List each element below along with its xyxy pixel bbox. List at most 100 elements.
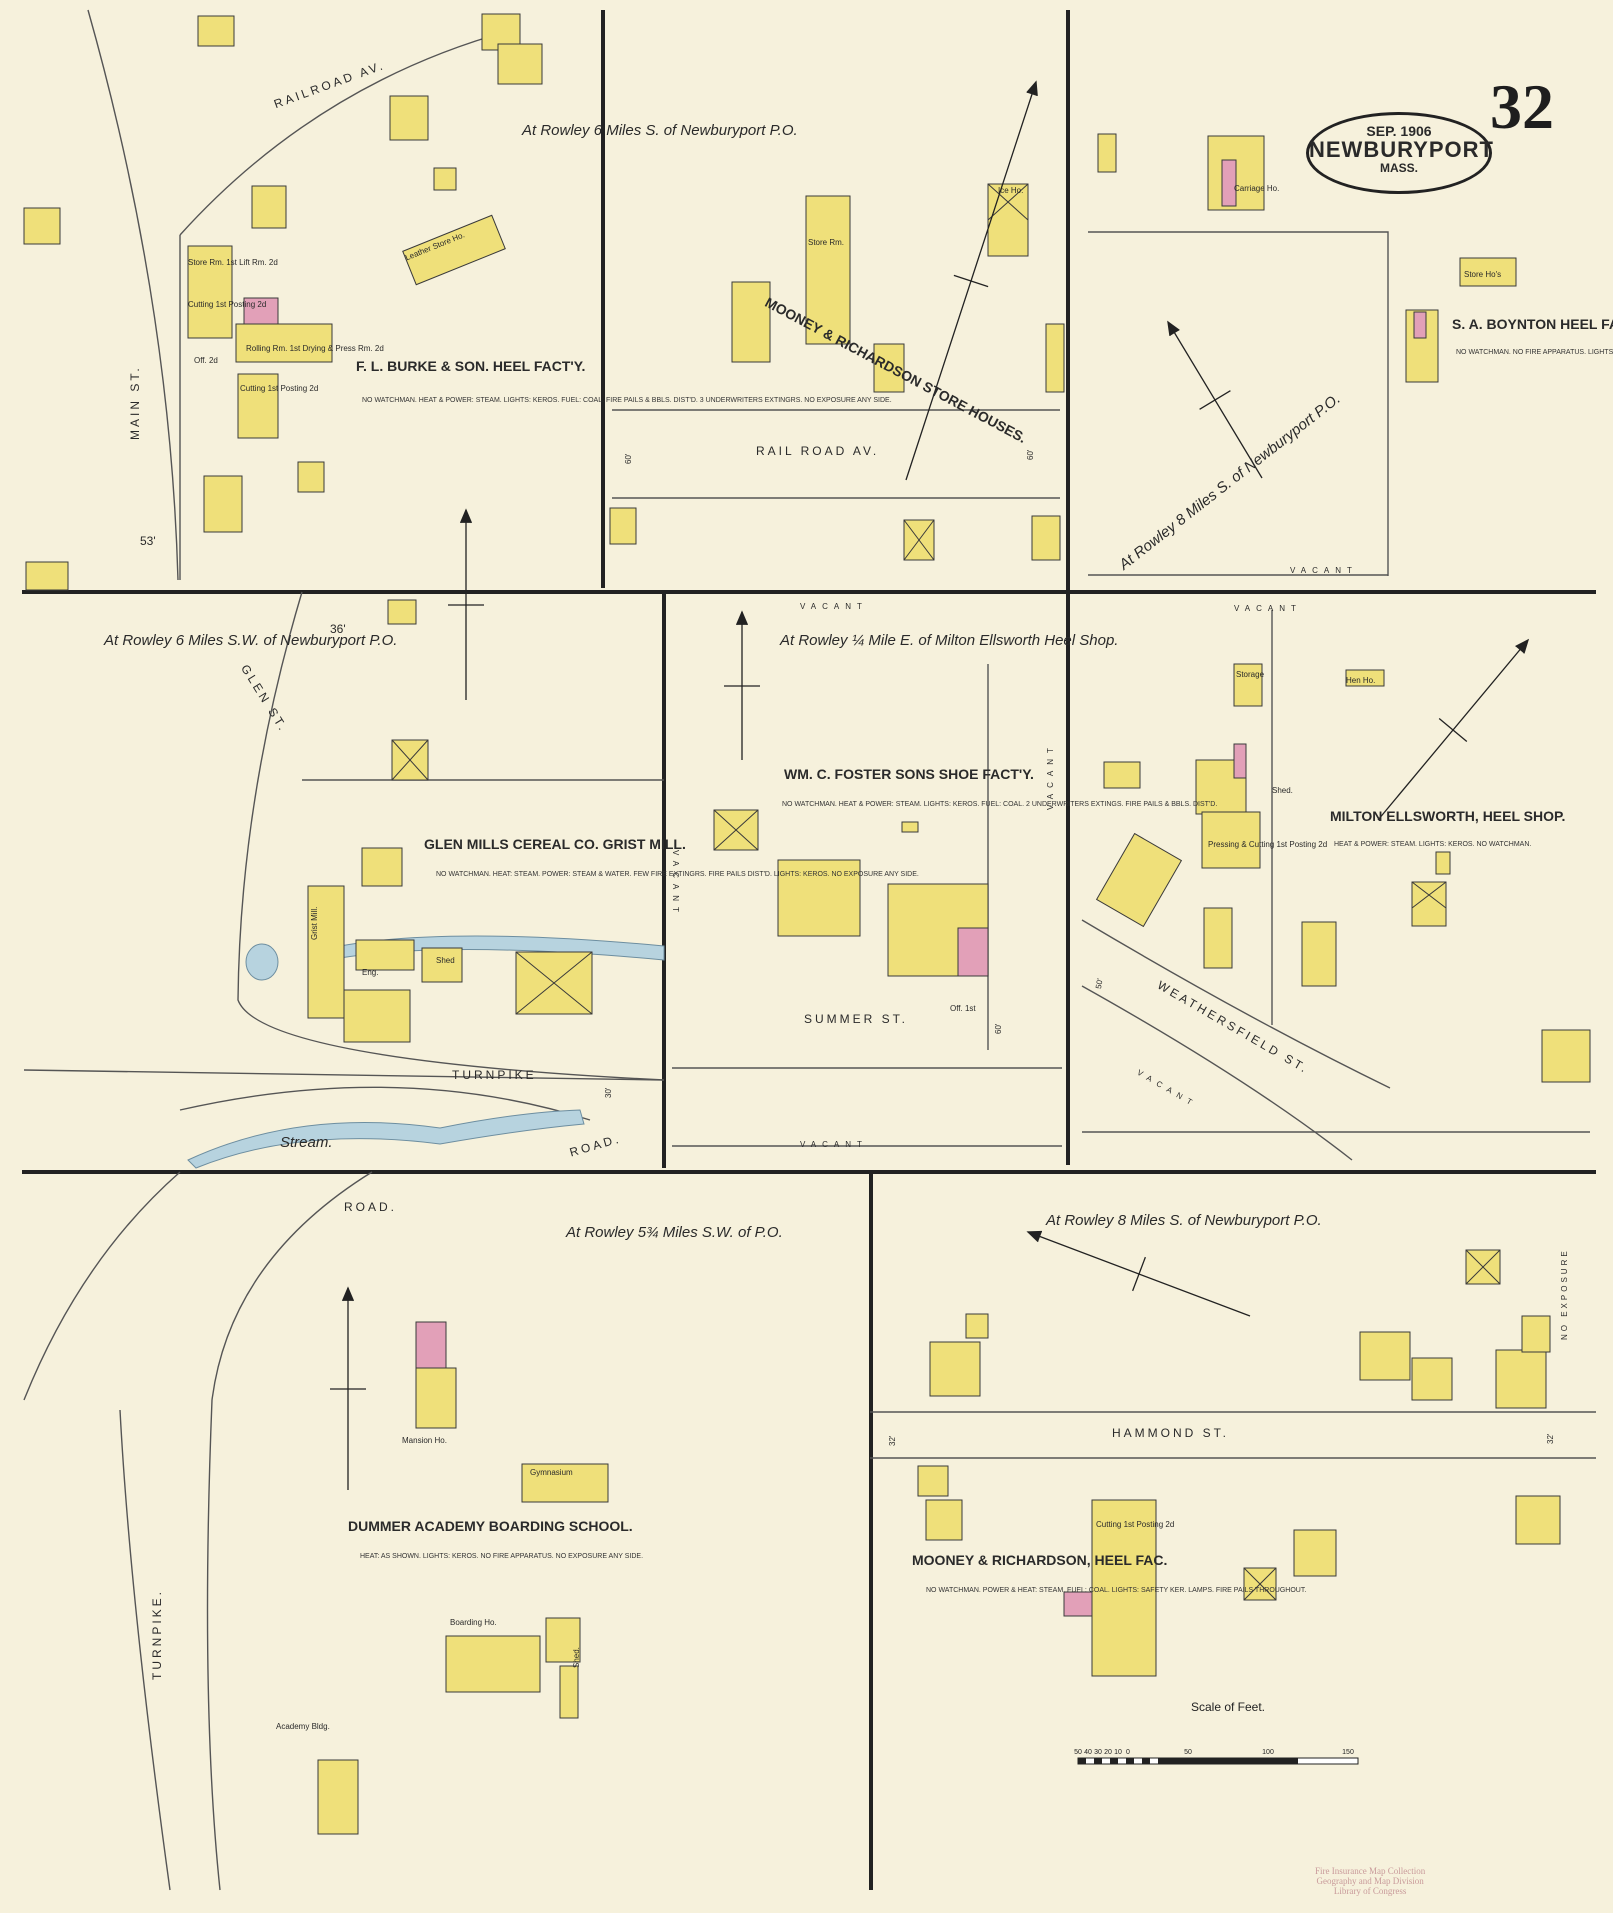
street-edge xyxy=(87,9,179,581)
building-label: Gymnasium xyxy=(530,1468,573,1477)
frame-building xyxy=(307,885,345,1019)
north-arrow-head xyxy=(735,610,749,626)
building-label: Store Ho's xyxy=(1464,270,1502,279)
frame-building xyxy=(25,561,69,591)
frame-building xyxy=(343,989,411,1043)
building-label: Shed. xyxy=(1272,786,1293,795)
frame-building xyxy=(873,343,905,393)
business-note: NO WATCHMAN. NO FIRE APPARATUS. LIGHTS: … xyxy=(1456,349,1613,356)
brick-building xyxy=(1221,159,1237,207)
frame-building xyxy=(609,507,637,545)
north-arrows xyxy=(330,80,1530,1490)
scale-bar-segment xyxy=(1126,1758,1134,1764)
building-label: Academy Bldg. xyxy=(276,1722,330,1731)
stamp-line: Geography and Map Division xyxy=(1316,1876,1424,1886)
frame-building xyxy=(929,1341,981,1397)
frame-building xyxy=(1359,1331,1411,1381)
frame-building xyxy=(1201,811,1261,869)
building-label: Store Rm. xyxy=(808,238,845,247)
frame-building xyxy=(433,167,457,191)
building-label: Cutting 1st Posting 2d xyxy=(240,384,319,393)
building-label: Shed. xyxy=(572,1647,581,1668)
frame-building xyxy=(545,1617,581,1663)
scale-bar-segment xyxy=(1238,1758,1298,1764)
scale-tick-label: 30 xyxy=(1094,1749,1102,1756)
north-arrow-crossbar xyxy=(1132,1256,1146,1292)
business-note: HEAT: AS SHOWN. LIGHTS: KEROS. NO FIRE A… xyxy=(360,1553,644,1560)
brick-building xyxy=(415,1321,447,1369)
frame-building xyxy=(777,859,861,937)
frame-building xyxy=(235,323,333,363)
business-note: NO WATCHMAN. HEAT & POWER: STEAM. LIGHTS… xyxy=(782,801,1218,808)
building-label: Off. 2d xyxy=(194,356,218,365)
mill-pond xyxy=(245,943,279,981)
water-features xyxy=(187,935,665,1169)
building-label: Shed xyxy=(436,956,455,965)
frame-building xyxy=(559,1665,579,1719)
business-label: GLEN MILLS CEREAL CO. GRIST MILL. xyxy=(424,836,686,852)
scale-bar-segment xyxy=(1158,1758,1238,1764)
street-label: MAIN ST. xyxy=(128,365,142,440)
building-label: Pressing & Cutting 1st Posting 2d xyxy=(1208,840,1328,849)
business-label: DUMMER ACADEMY BOARDING SCHOOL. xyxy=(348,1518,633,1534)
brick-building xyxy=(1413,311,1427,339)
street-edge xyxy=(1081,919,1391,1089)
location-note: At Rowley 6 Miles S. of Newburyport P.O. xyxy=(522,122,798,139)
frame-building xyxy=(805,195,851,345)
stamp-line: Fire Insurance Map Collection xyxy=(1315,1866,1426,1876)
frame-building xyxy=(1031,515,1061,561)
street-lines xyxy=(23,9,1596,1891)
building-label: Hen Ho. xyxy=(1346,676,1376,685)
street-label: ROAD. xyxy=(344,1200,398,1214)
scale-bar-segment xyxy=(1094,1758,1102,1764)
roof-cross xyxy=(987,183,1029,221)
frame-building xyxy=(355,939,415,971)
frame-building xyxy=(925,1499,963,1541)
building-label: Boarding Ho. xyxy=(450,1618,497,1627)
map-date: SEP. 1906 xyxy=(1366,123,1432,139)
exposure-label: NO EXPOSURE xyxy=(1560,1248,1569,1340)
building-label: Mansion Ho. xyxy=(402,1436,447,1445)
frame-building xyxy=(1095,832,1183,928)
scale-tick-label: 150 xyxy=(1342,1749,1354,1756)
frame-building xyxy=(1411,1357,1453,1401)
street-width: 32' xyxy=(1546,1433,1555,1444)
scale-tick-label: 100 xyxy=(1262,1749,1274,1756)
business-label: S. A. BOYNTON HEEL FAC. xyxy=(1452,316,1613,332)
street-edge xyxy=(1081,985,1353,1161)
street-edge xyxy=(23,1069,665,1081)
frame-building xyxy=(521,1463,609,1503)
location-note: At Rowley 8 Miles S. of Newburyport P.O. xyxy=(1046,1212,1322,1229)
location-note: At Rowley ¼ Mile E. of Milton Ellsworth … xyxy=(780,632,1119,649)
street-edge xyxy=(23,1171,181,1401)
north-arrow-head xyxy=(1167,320,1180,336)
scale-tick-label: 0 xyxy=(1126,1749,1130,1756)
roof-cross xyxy=(1465,1249,1501,1285)
building-footprints xyxy=(23,13,1591,1835)
business-note: NO WATCHMAN. HEAT & POWER: STEAM. LIGHTS… xyxy=(362,397,892,404)
frame-building xyxy=(187,245,233,339)
building-label: Off. 1st xyxy=(950,1004,976,1013)
building-label: Grist Mill. xyxy=(310,906,319,940)
street-label: TURNPIKE xyxy=(452,1068,537,1082)
brick-building xyxy=(1063,1591,1093,1617)
frame-building xyxy=(415,1367,457,1429)
street-width: 32' xyxy=(888,1435,897,1446)
water-label: Stream. xyxy=(280,1134,333,1151)
scale-bar-segment xyxy=(1078,1758,1086,1764)
frame-building xyxy=(1459,257,1517,287)
scale-tick-label: 10 xyxy=(1114,1749,1122,1756)
street-width: 30' xyxy=(604,1087,613,1098)
frame-building xyxy=(251,185,287,229)
frame-building xyxy=(317,1759,359,1835)
brick-building xyxy=(1233,743,1247,779)
frame-building xyxy=(1233,663,1263,707)
street-width: 60' xyxy=(994,1023,1003,1034)
frame-building xyxy=(1435,851,1451,875)
scale-tick-label: 40 xyxy=(1084,1749,1092,1756)
business-label: MOONEY & RICHARDSON, HEEL FAC. xyxy=(912,1552,1168,1568)
frame-building xyxy=(731,281,771,363)
frame-building xyxy=(987,183,1029,257)
